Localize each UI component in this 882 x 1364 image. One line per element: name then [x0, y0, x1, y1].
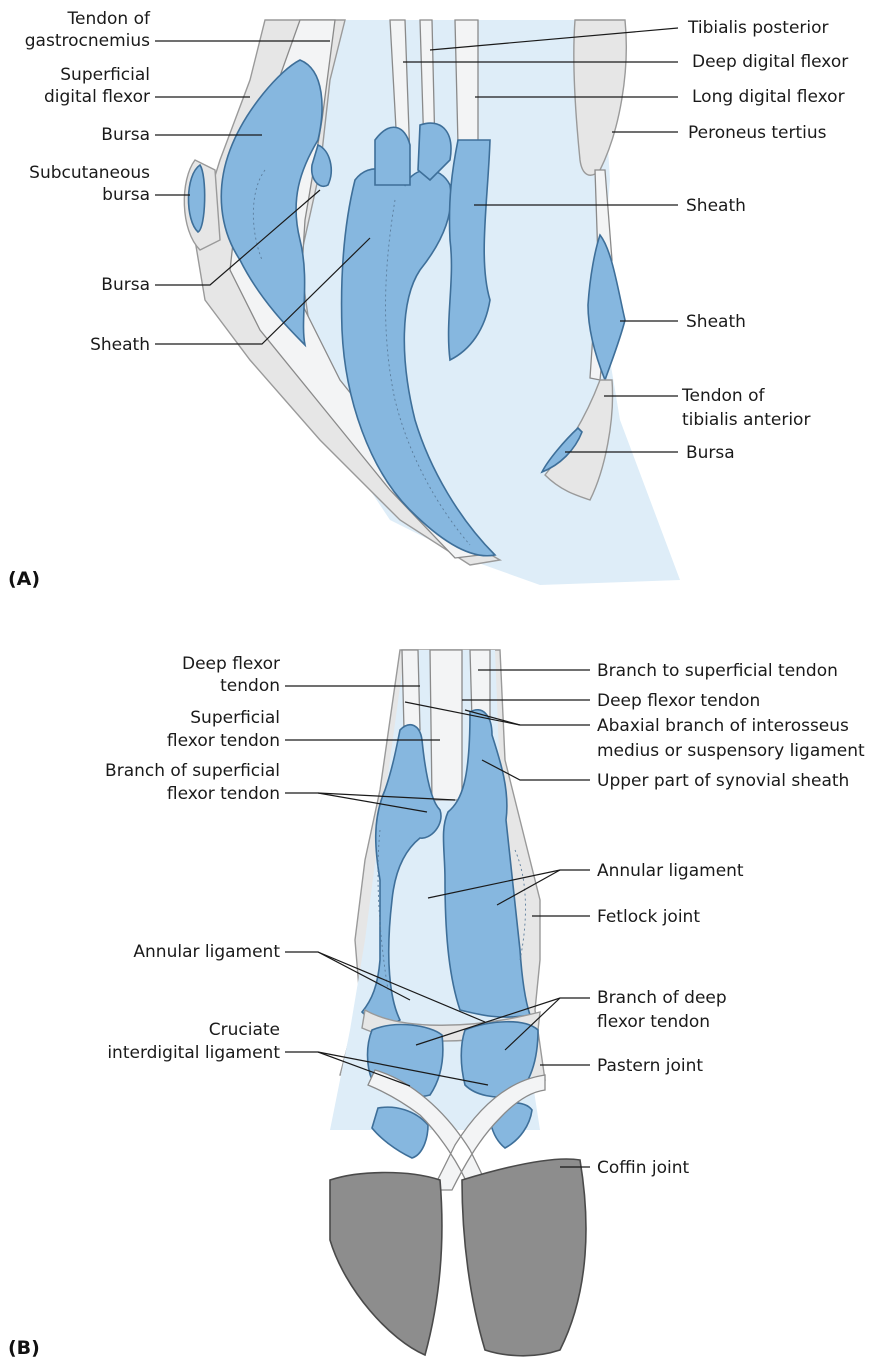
- label-abaxial-branch-2: medius or suspensory ligament: [597, 741, 865, 761]
- label-tendon-of-gastrocnemius: Tendon of: [67, 9, 152, 29]
- label-upper-synovial-sheath: Upper part of synovial sheath: [597, 771, 849, 791]
- label-cruciate-ligament-2: interdigital ligament: [107, 1043, 280, 1063]
- label-branch-superficial-flexor: Branch of superficial: [105, 761, 280, 781]
- label-tibialis-posterior: Tibialis posterior: [687, 18, 829, 38]
- label-superficial-flexor-tendon: Superficial: [190, 708, 280, 728]
- label-sheath-right-lower: Sheath: [686, 312, 746, 332]
- panel-a-illustration: [184, 20, 680, 585]
- label-superficial-flexor-tendon-2: flexor tendon: [167, 731, 280, 751]
- label-deep-flexor-tendon-left: Deep flexor: [182, 654, 280, 674]
- label-deep-flexor-tendon-left-2: tendon: [220, 676, 280, 696]
- label-subcutaneous-bursa-2: bursa: [102, 185, 150, 205]
- label-tendon-of-gastrocnemius-2: gastrocnemius: [25, 31, 150, 51]
- label-bursa-upper: Bursa: [101, 125, 150, 145]
- panel-b-hoof-right: [462, 1159, 586, 1356]
- label-sheath-right-upper: Sheath: [686, 196, 746, 216]
- label-peroneus-tertius: Peroneus tertius: [688, 123, 827, 143]
- panel-b-illustration: [330, 650, 586, 1356]
- label-branch-to-superficial-tendon: Branch to superficial tendon: [597, 661, 838, 681]
- panel-a-peroneus-tertius: [574, 20, 626, 175]
- label-bursa-lower: Bursa: [101, 275, 150, 295]
- panel-b-tag: (B): [8, 1337, 40, 1359]
- label-branch-deep-flexor-2: flexor tendon: [597, 1012, 710, 1032]
- label-cruciate-ligament: Cruciate: [209, 1020, 280, 1040]
- label-abaxial-branch: Abaxial branch of interosseus: [597, 716, 849, 736]
- label-deep-flexor-tendon-right: Deep flexor tendon: [597, 691, 760, 711]
- label-branch-superficial-flexor-2: flexor tendon: [167, 784, 280, 804]
- label-long-digital-flexor: Long digital flexor: [692, 87, 845, 107]
- label-pastern-joint: Pastern joint: [597, 1056, 703, 1076]
- label-superficial-digital-flexor: Superficial: [60, 65, 150, 85]
- label-subcutaneous-bursa: Subcutaneous: [29, 163, 150, 183]
- label-sheath-left: Sheath: [90, 335, 150, 355]
- label-deep-digital-flexor: Deep digital flexor: [692, 52, 848, 72]
- label-annular-ligament-right: Annular ligament: [597, 861, 744, 881]
- label-tendon-of-tibialis-anterior-2: tibialis anterior: [682, 410, 810, 430]
- label-branch-deep-flexor: Branch of deep: [597, 988, 727, 1008]
- label-superficial-digital-flexor-2: digital flexor: [44, 87, 150, 107]
- panel-b-hoof-left: [330, 1173, 442, 1356]
- panel-a-tag: (A): [8, 568, 40, 590]
- label-tendon-of-tibialis-anterior: Tendon of: [681, 386, 766, 406]
- label-coffin-joint: Coffin joint: [597, 1158, 690, 1178]
- label-bursa-right: Bursa: [686, 443, 735, 463]
- label-annular-ligament-left: Annular ligament: [133, 942, 280, 962]
- label-fetlock-joint: Fetlock joint: [597, 907, 700, 927]
